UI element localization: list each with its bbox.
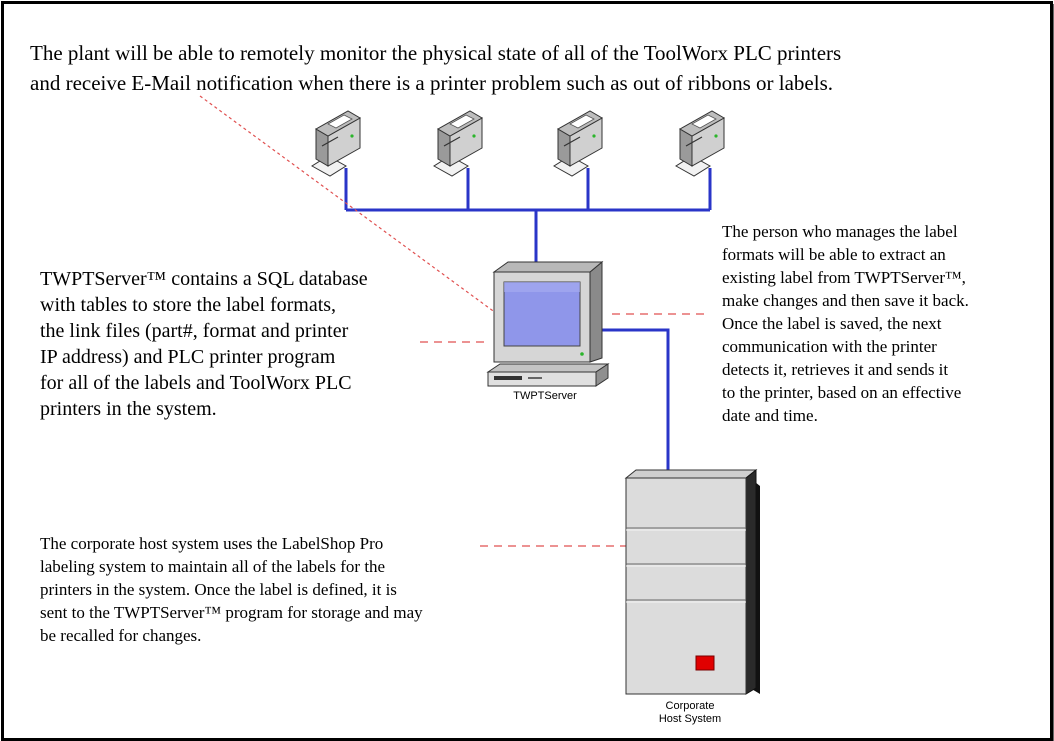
printer-icon [433, 110, 483, 177]
callout-lines [199, 95, 708, 547]
printer-icon [553, 110, 603, 177]
printer-icon [311, 110, 361, 177]
server-database-description: TWPTServer™ contains a SQL database with… [40, 268, 368, 420]
server-tower-icon [624, 468, 760, 695]
server-caption: TWPTServer [513, 390, 577, 402]
label-manager-description: The person who manages the label formats… [722, 222, 969, 425]
printer-bus [344, 168, 712, 262]
corporate-host-description: The corporate host system uses the Label… [40, 534, 423, 645]
computer-icon [486, 260, 610, 387]
printer-icon [675, 110, 725, 177]
host-caption: Corporate Host System [658, 700, 722, 725]
monitoring-description: The plant will be able to remotely monit… [30, 41, 842, 95]
